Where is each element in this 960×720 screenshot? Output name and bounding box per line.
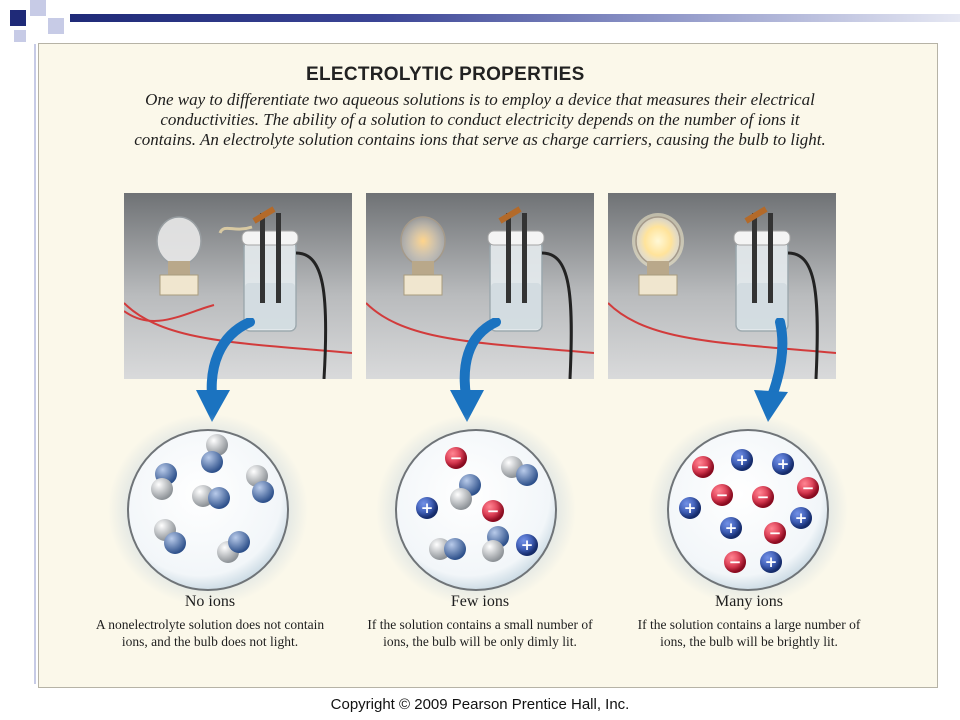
neutral-molecule [246,465,274,503]
slide-left-rule [34,44,36,684]
anion-icon: − [692,456,714,478]
deco-square-1 [10,10,26,26]
anion-icon: − [482,500,504,522]
caption-few-ions: Few ions If the solution contains a smal… [365,592,595,650]
cation-icon: + [760,551,782,573]
deco-square-3 [48,18,64,34]
caption-title: Few ions [450,593,510,610]
copyright-notice: Copyright © 2009 Pearson Prentice Hall, … [330,696,630,713]
deco-square-4 [14,30,26,42]
arrow-down-icon [196,318,255,422]
neutral-molecule [154,519,186,554]
neutral-molecule [429,538,466,560]
caption-text: A nonelectrolyte solution does not conta… [95,617,325,649]
cation-icon: + [772,453,794,475]
caption-title: Many ions [715,593,783,610]
neutral-molecule [217,531,250,563]
caption-many-ions: Many ions If the solution contains a lar… [634,592,864,650]
neutral-molecule [482,526,509,562]
anion-icon: − [764,522,786,544]
arrow-down-icon [754,318,788,422]
arrow-down-icon [450,318,501,422]
neutral-molecule [201,434,228,473]
deco-square-2 [30,0,46,16]
neutral-molecule [192,485,230,509]
cation-icon: + [720,517,742,539]
cation-icon: + [516,534,538,556]
figure-intro-text: One way to differentiate two aqueous sol… [134,90,826,149]
photo-few-ions [366,193,594,379]
caption-no-ions: No ions A nonelectrolyte solution does n… [95,592,325,650]
anion-icon: − [752,486,774,508]
neutral-molecule [450,474,481,510]
figure-title: ELECTROLYTIC PROPERTIES [306,64,585,85]
cation-icon: + [731,449,753,471]
caption-text: If the solution contains a small number … [367,617,593,649]
anion-icon: − [797,477,819,499]
anion-icon: − [724,551,746,573]
cation-icon: + [790,507,812,529]
anion-icon: − [711,484,733,506]
photo-many-ions [608,193,836,379]
neutral-molecule [501,456,538,486]
caption-title: No ions [184,593,236,610]
anion-icon: − [445,447,467,469]
slide-header-bar [0,0,960,36]
neutral-molecule [151,463,177,500]
header-gradient-stripe [70,14,960,22]
cation-icon: + [679,497,701,519]
photo-no-ions [124,193,352,379]
caption-text: If the solution contains a large number … [637,617,861,649]
cation-icon: + [416,497,438,519]
